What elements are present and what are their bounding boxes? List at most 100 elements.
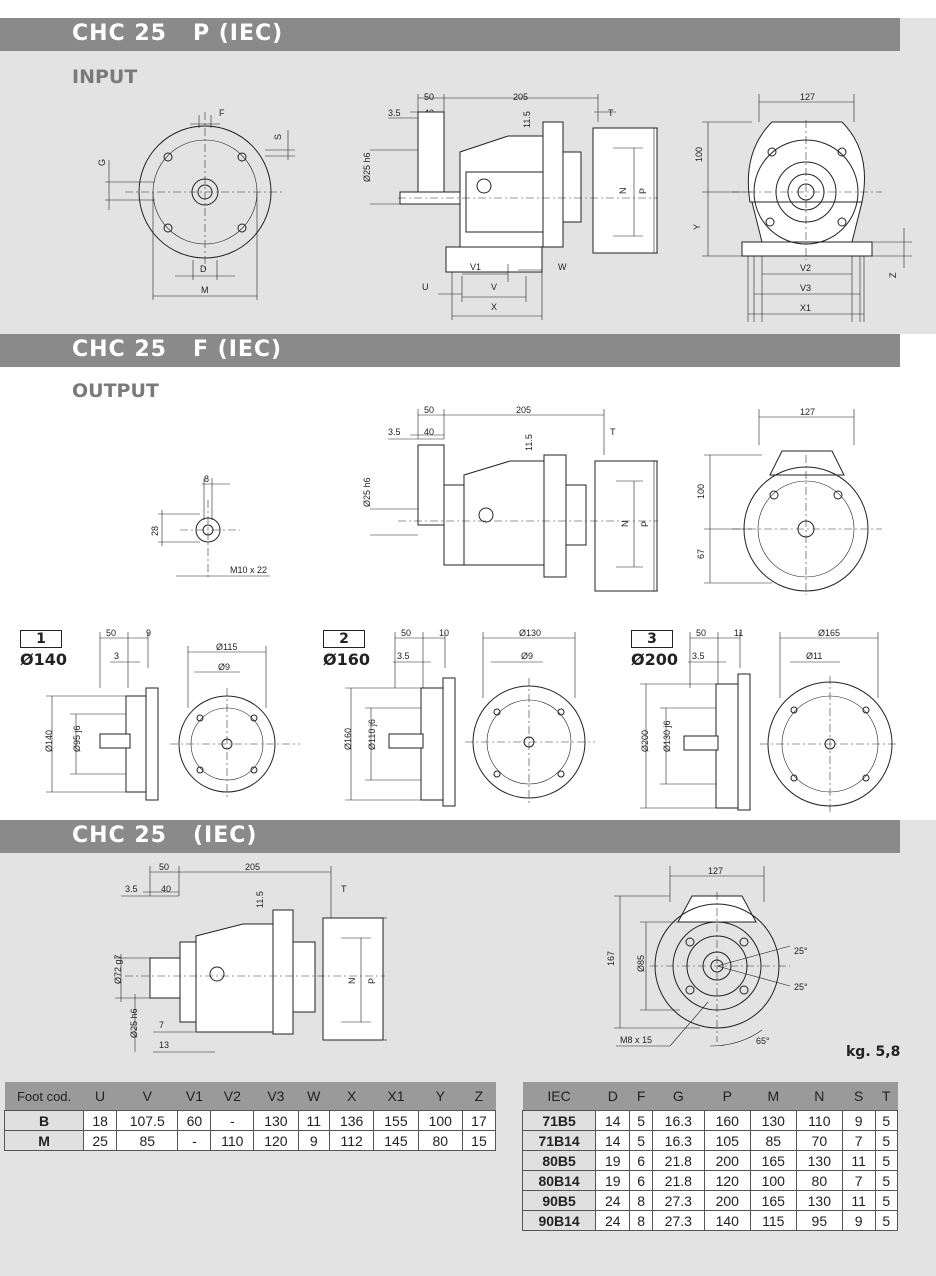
flange-option-1-label: 1 Ø140 [20,628,67,669]
input-side-drawing: 50 205 3.5 40 11.5 T Ø25 h6 N P U V1 V W… [362,92,658,320]
iec-dimensions-table: IEC D F G P M N S T 71B5 14 5 16.3 160 1… [521,1082,898,1231]
dim-t-iec: T [341,884,347,894]
section-header-iec: CHC 25 (IEC) [0,820,900,853]
iec-table-header: IEC D F G P M N S T [522,1082,898,1111]
flange-1-dim-a: 50 [106,628,116,638]
dim-205-iec: 205 [245,862,260,872]
output-side-drawing: 50 205 3.5 40 T 11.5 Ø25 h6 N P [362,405,658,592]
table-cell: 11 [297,1110,330,1131]
table-row: 90B14 24 8 27.3 140 115 95 9 5 [521,1210,898,1231]
table-cell: 105 [703,1130,751,1151]
output-shaft-drawing: 8 28 M10 x 22 [150,474,270,580]
flange-3-dim-hole: Ø11 [806,651,822,661]
foot-col-y: Y [418,1082,463,1111]
table-cell: 5 [874,1190,898,1211]
dim-25h6-out: Ø25 h6 [362,477,372,507]
section-header-input: CHC 25 P (IEC) [0,18,900,51]
dim-y: Y [692,224,702,230]
dim-13: 13 [159,1040,169,1050]
dim-t-out: T [610,427,616,437]
table-row: B 18 107.5 60 - 130 11 136 155 100 17 [3,1110,497,1131]
table-cell: 90B5 [521,1190,597,1211]
iec-col-t: T [875,1082,898,1111]
dim-u: U [422,282,429,292]
dim-3-5: 3.5 [388,108,401,118]
dim-7: 7 [159,1020,164,1030]
weight-label: kg. 5,8 [846,1044,901,1060]
table-cell: 5 [874,1150,898,1171]
flange-2-dim-3: 3.5 [397,651,410,661]
dim-v1: V1 [470,262,481,272]
table-cell: 100 [417,1110,463,1131]
dim-50: 50 [424,92,434,102]
flange-2-dim-b: 10 [439,628,449,638]
table-cell: 100 [749,1170,797,1191]
table-cell: 5 [874,1110,898,1131]
flange-1-dim-out: Ø115 [216,642,237,652]
dim-p-iec: P [367,978,377,984]
flange-2-dim-hole: Ø9 [521,651,533,661]
table-cell: 18 [83,1110,118,1131]
table-row: 80B5 19 6 21.8 200 165 130 11 5 [521,1150,898,1171]
section-subtitle-output: OUTPUT [72,380,159,402]
table-cell: 130 [253,1110,299,1131]
iec-col-p: P [704,1082,751,1111]
dim-50-out: 50 [424,405,434,415]
section-header-output: CHC 25 F (IEC) [0,334,900,367]
table-cell: 120 [253,1130,299,1151]
iec-col-s: S [842,1082,875,1111]
dim-p-out: P [640,521,650,527]
table-cell: 15 [461,1130,497,1151]
dim-3-5-out: 3.5 [388,427,401,437]
input-flange-drawing: F S G D M [97,108,295,300]
flange-2-dim-out: Ø130 [519,628,541,638]
table-cell: 80B14 [521,1170,597,1191]
flange-3-dim-3: 3.5 [692,651,705,661]
table-cell: 11 [841,1150,876,1171]
table-cell: 160 [703,1110,751,1131]
dim-11-5-out: 11.5 [524,434,534,451]
dim-100-out: 100 [696,484,706,499]
foot-table-header: Foot cod. U V V1 V2 V3 W X X1 Y Z [4,1082,496,1111]
table-row: 71B5 14 5 16.3 160 130 110 9 5 [521,1110,898,1131]
flange-option-3-diameter: Ø200 [631,650,678,669]
dim-n-out: N [620,521,630,528]
dim-127-iec: 127 [708,866,723,876]
table-cell: 5 [629,1130,653,1151]
foot-col-code: Foot cod. [4,1082,84,1111]
table-cell: 17 [461,1110,497,1131]
dim-f: F [219,108,225,118]
table-cell: 16.3 [651,1130,705,1151]
table-cell: 110 [795,1110,843,1131]
flange-1-dim-pilot: Ø95 j6 [72,725,82,752]
table-row: 71B14 14 5 16.3 105 85 70 7 5 [521,1130,898,1151]
table-cell: 21.8 [651,1170,705,1191]
dim-65: 65° [756,1036,770,1046]
iec-col-d: D [595,1082,630,1111]
flange-option-2-label: 2 Ø160 [323,628,370,669]
section-title-output: CHC 25 F (IEC) [72,337,283,362]
dim-v3: V3 [800,283,811,293]
table-cell: 115 [749,1210,797,1231]
table-cell: 140 [703,1210,751,1231]
dim-w: W [558,262,567,272]
table-cell: 7 [841,1130,876,1151]
table-row: 90B5 24 8 27.3 200 165 130 11 5 [521,1190,898,1211]
flange-3-dim-out: Ø165 [818,628,840,638]
table-cell: 165 [749,1150,797,1171]
iec-col-n: N [796,1082,843,1111]
dim-s: S [273,134,283,140]
table-cell: 5 [874,1170,898,1191]
table-cell: 14 [595,1110,631,1131]
dim-v2: V2 [800,263,811,273]
dim-40-iec: 40 [161,884,171,894]
table-cell: - [177,1130,212,1151]
table-cell: 130 [795,1150,843,1171]
dim-m: M [201,285,209,295]
table-cell: 71B14 [521,1130,597,1151]
flange-option-1-diameter: Ø140 [20,650,67,669]
iec-col-g: G [652,1082,705,1111]
dim-v: V [491,282,497,292]
table-cell: 9 [841,1110,876,1131]
table-cell: B [3,1110,85,1131]
